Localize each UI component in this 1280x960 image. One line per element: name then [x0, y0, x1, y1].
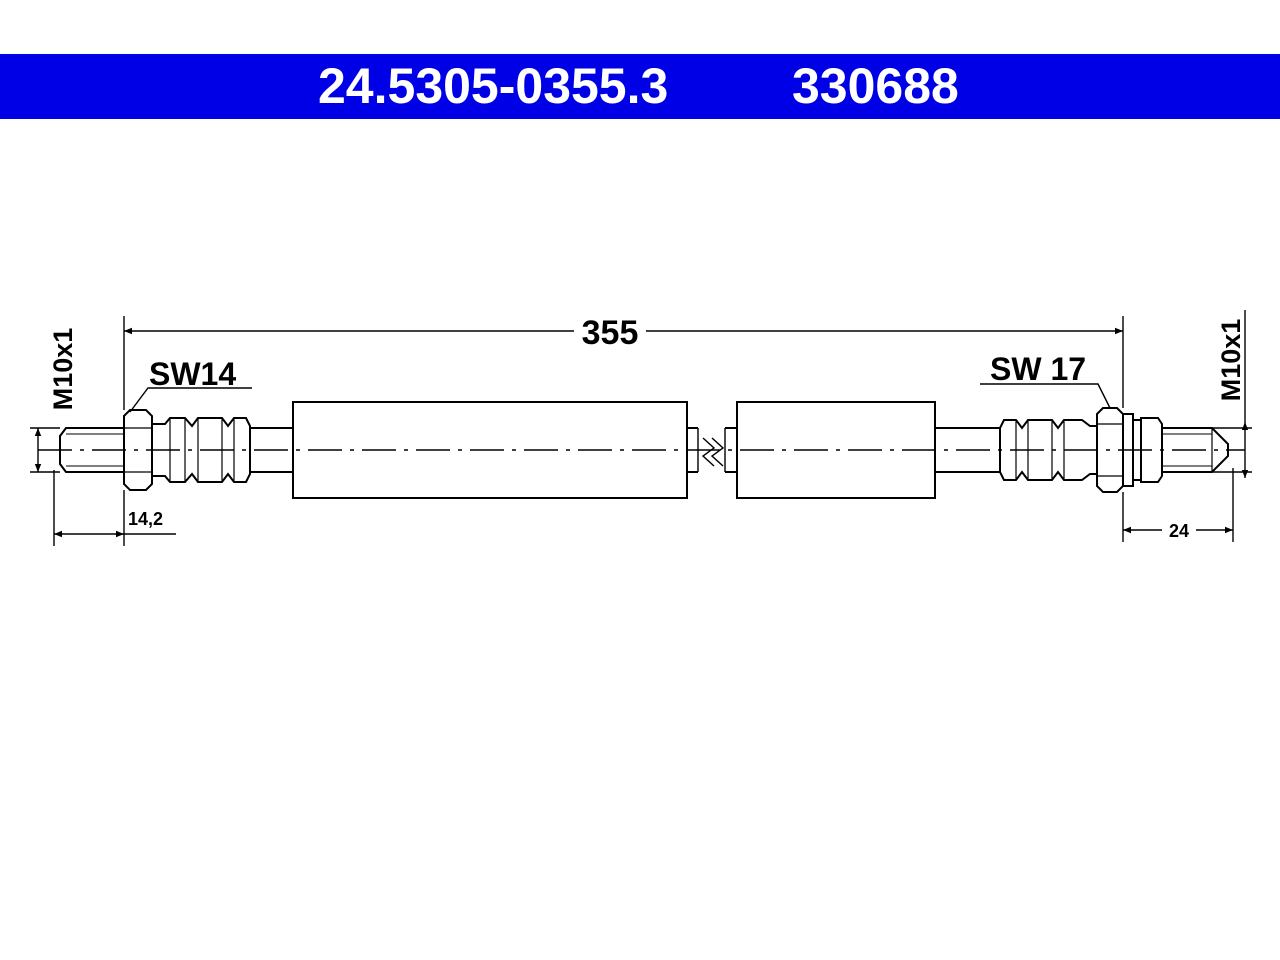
left-wrench-label: SW14 [149, 356, 236, 392]
right-wrench-label: SW 17 [990, 351, 1086, 387]
length-label: 355 [582, 314, 639, 352]
right-thread-label: M10x1 [1216, 319, 1246, 402]
hose-body [292, 401, 936, 499]
right-fitting [935, 407, 1229, 493]
reference-number: 330688 [792, 58, 959, 114]
dimension-lines [30, 310, 1252, 546]
left-thread-label: M10x1 [48, 328, 78, 411]
part-number: 24.5305-0355.3 [318, 58, 669, 114]
left-offset-label: 14,2 [128, 509, 163, 529]
left-fitting [59, 409, 293, 491]
header-bar [0, 54, 1280, 119]
right-offset-label: 24 [1169, 521, 1189, 541]
